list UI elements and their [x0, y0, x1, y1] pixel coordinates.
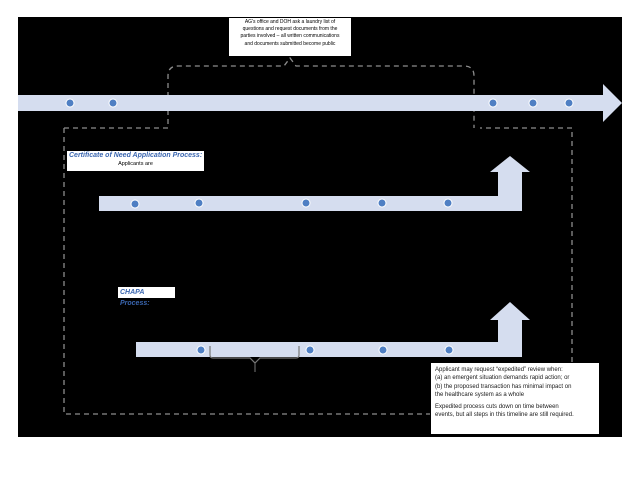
con-process-marker [377, 198, 387, 208]
con-process-subtitle: Applicants are [118, 161, 153, 167]
main-timeline-marker [564, 98, 574, 108]
con-process-marker [194, 198, 204, 208]
upper-left-dashed-link [64, 56, 475, 129]
con-process-marker [443, 198, 453, 208]
con-process-label: Certificate of Need Application Process:… [67, 151, 204, 171]
main-timeline-arrow [18, 84, 622, 122]
expedited-line: events, but all steps in this timeline a… [435, 412, 574, 419]
chapa-process-marker [305, 345, 315, 355]
chapa-process-marker [378, 345, 388, 355]
callout-line: questions and request documents from the [242, 26, 338, 33]
public-review-callout: AG's office and DOH ask a laundry list o… [228, 17, 352, 57]
chapa-process-marker [196, 345, 206, 355]
callout-line: parties involved – all written communica… [240, 33, 340, 40]
con-process-marker [301, 198, 311, 208]
expedited-review-note: Applicant may request “expedited” review… [430, 362, 600, 435]
expedited-line: (a) an emergent situation demands rapid … [435, 375, 570, 382]
expedited-line: Expedited process cuts down on time betw… [435, 404, 559, 411]
expedited-line: Applicant may request “expedited” review… [435, 367, 563, 373]
chapa-process-arrow [136, 302, 530, 357]
callout-line: and documents submitted become public [244, 40, 336, 47]
con-process-title: Certificate of Need Application Process: [69, 152, 203, 159]
main-timeline-marker [488, 98, 498, 108]
chapa-process-title: CHAPA Process: [118, 287, 175, 307]
expedited-line: the healthcare system as a whole [435, 391, 525, 398]
expedited-line: (b) the proposed transaction has minimal… [435, 383, 572, 390]
con-process-marker [130, 199, 140, 209]
chapa-process-marker [444, 345, 454, 355]
con-process-arrow [99, 156, 530, 211]
callout-line: AG's office and DOH ask a laundry list o… [244, 19, 336, 25]
main-timeline-marker [528, 98, 538, 108]
main-timeline-marker [108, 98, 118, 108]
main-timeline-marker [65, 98, 75, 108]
